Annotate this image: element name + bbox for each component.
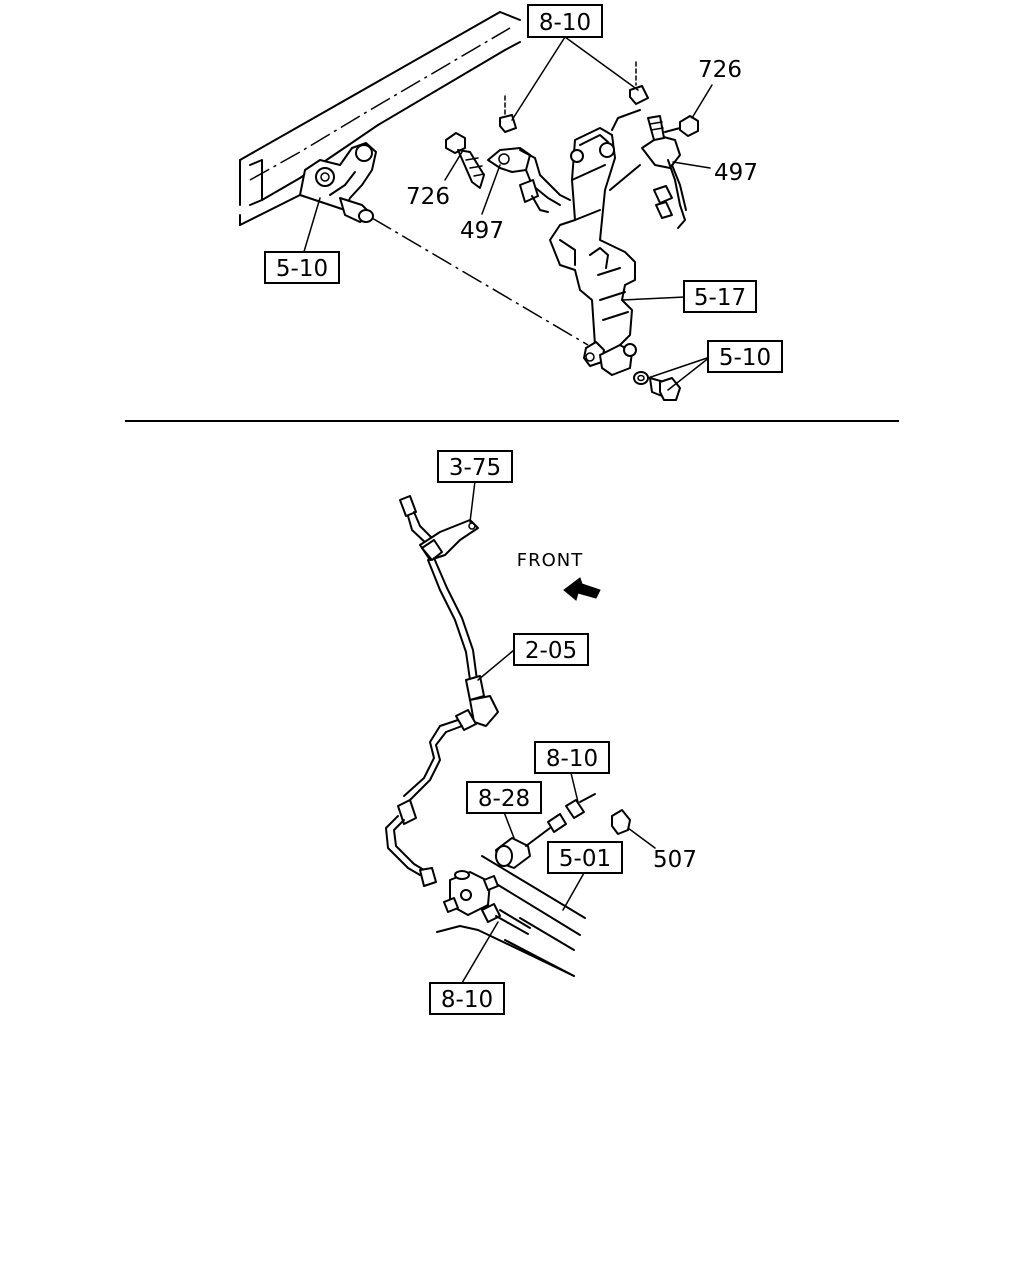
svg-text:5-10: 5-10 [276,256,328,282]
svg-text:8-10: 8-10 [441,987,493,1013]
front-arrow-icon [563,577,601,601]
washer-bolt [633,371,681,401]
clip-right [629,61,649,105]
shackle-bracket [299,142,377,223]
label-3-75: 3-75 [437,450,513,483]
pipe-assembly [385,495,499,887]
svg-text:8-28: 8-28 [478,786,530,812]
svg-text:8-10: 8-10 [539,10,591,36]
sensor-link-497-right [609,115,687,229]
bolt-726-left [445,132,485,189]
leaders-bottom [461,480,656,984]
front-label: FRONT [517,550,584,571]
label-8-28: 8-28 [466,781,542,814]
svg-text:2-05: 2-05 [525,638,577,664]
pressure-sensor [495,813,567,869]
front-indicator: FRONT [517,550,601,601]
label-8-10-upper: 8-10 [534,741,610,774]
label-2-05: 2-05 [513,633,589,666]
label-8-10-top: 8-10 [527,4,603,38]
label-726-right: 726 [698,57,742,83]
bolt-726-right [664,115,699,137]
svg-text:5-10: 5-10 [719,345,771,371]
valve-column [549,109,641,376]
label-497-left: 497 [460,218,504,244]
label-5-01: 5-01 [547,841,623,874]
clip-left [499,95,517,133]
svg-text:5-01: 5-01 [559,846,611,872]
connector [565,793,596,819]
clip-507 [611,809,631,835]
label-497-right: 497 [714,160,758,186]
sensor-bracket-497-left [487,147,571,213]
label-5-17: 5-17 [683,280,757,313]
svg-text:5-17: 5-17 [694,285,746,311]
bottom-view: FRONT 3-75 2-05 8-10 8-28 [385,450,697,1015]
frame-rail [239,11,521,226]
label-5-10-bottom: 5-10 [707,340,783,373]
top-view: 8-10 726 497 726 497 5-10 5-17 5-10 [239,4,783,401]
label-726-left: 726 [406,184,450,210]
label-8-10-lower: 8-10 [429,982,505,1015]
alignment-line [371,217,589,346]
label-5-10-left: 5-10 [264,251,340,284]
svg-text:8-10: 8-10 [546,746,598,772]
frame-member [436,855,586,977]
valve-block [443,870,531,935]
label-507: 507 [653,847,697,873]
svg-text:3-75: 3-75 [449,455,501,481]
leaders-top [302,36,713,391]
